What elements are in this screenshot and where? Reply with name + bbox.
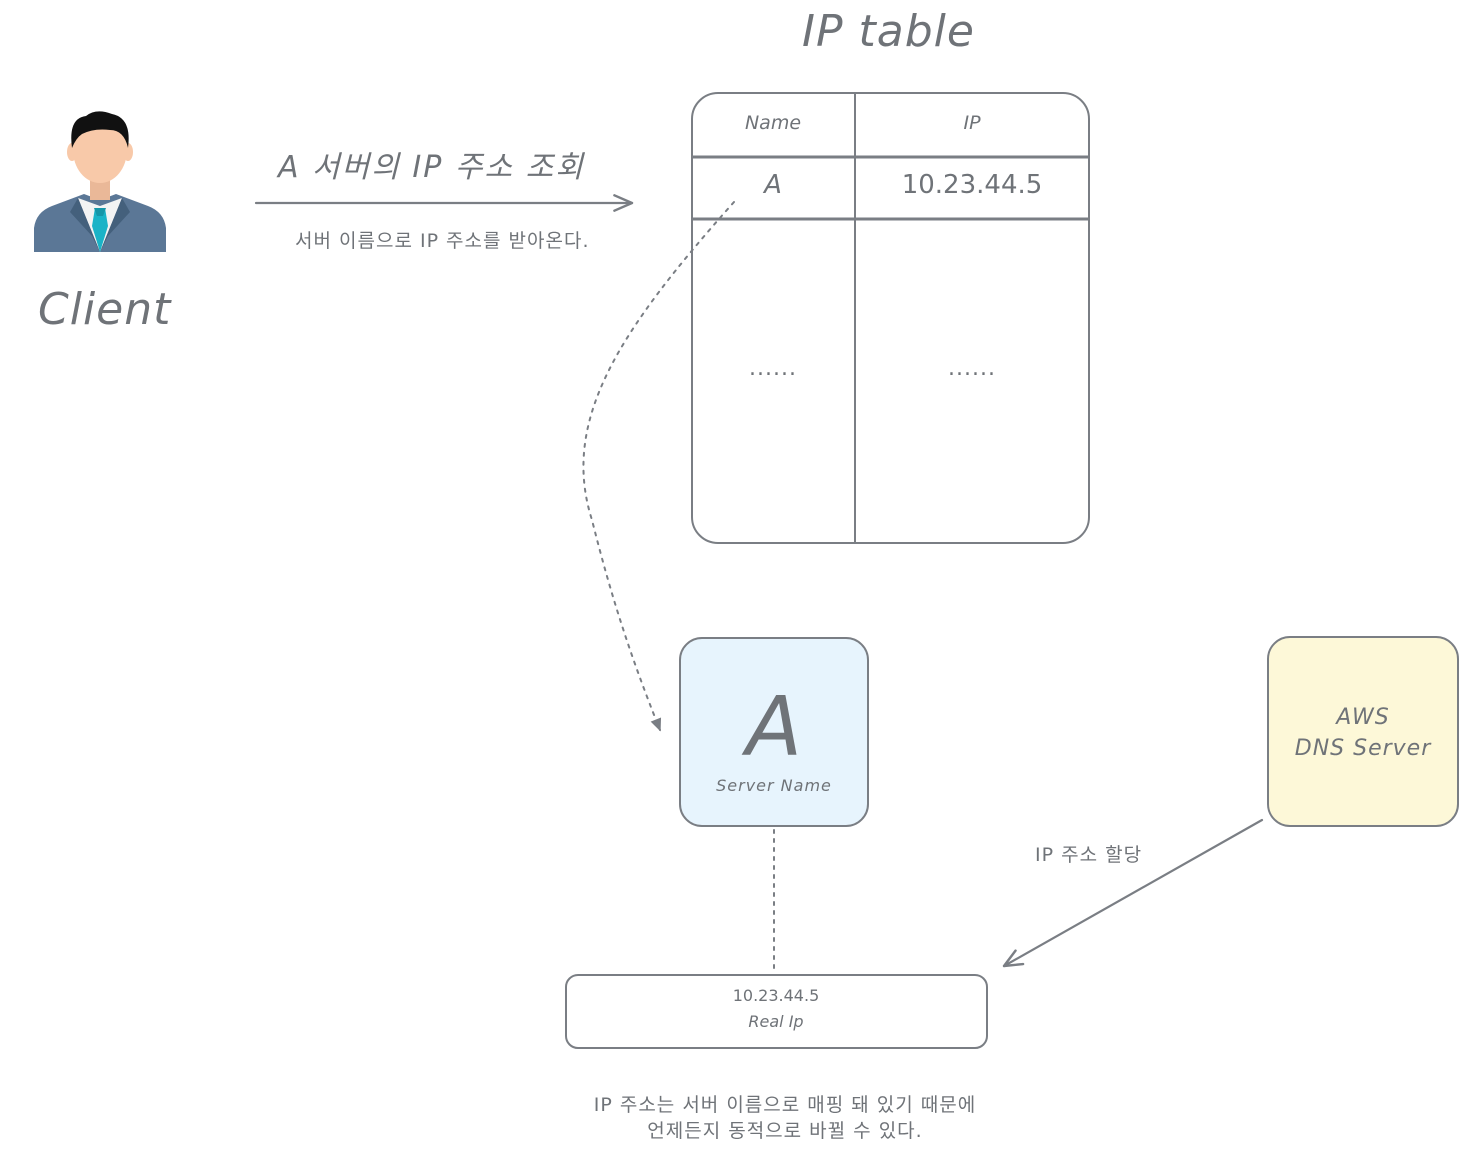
client-label: Client — [38, 284, 172, 335]
dns-server-label: AWS DNS Server — [1268, 702, 1458, 764]
real-ip-value: 10.23.44.5 — [732, 986, 820, 1005]
dns-server-line2: DNS Server — [1294, 736, 1432, 761]
table-cell-ip: 10.23.44.5 — [901, 170, 1043, 200]
table-header-ip: IP — [963, 112, 981, 134]
client-avatar-icon — [34, 111, 166, 252]
query-label: A 서버의 IP 주소 조회 — [278, 150, 585, 185]
real-ip-caption: Real Ip — [748, 1012, 804, 1031]
lookup-dotted-arrow — [582, 201, 735, 732]
footnote: IP 주소는 서버 이름으로 매핑 돼 있기 때문에 언제든지 동적으로 바뀔 … — [520, 1092, 1050, 1144]
ip-table-title: IP table — [802, 6, 975, 57]
table-header-name: Name — [744, 112, 802, 134]
table-cell-name: A — [764, 170, 782, 200]
ip-assign-label: IP 주소 할당 — [1035, 844, 1143, 866]
ip-table-frame — [691, 92, 1090, 544]
server-letter: A — [745, 680, 803, 775]
footnote-line2: 언제든지 동적으로 바뀔 수 있다. — [647, 1120, 923, 1142]
footnote-line1: IP 주소는 서버 이름으로 매핑 돼 있기 때문에 — [593, 1094, 977, 1116]
table-cell-ip-ellipsis: ...... — [948, 356, 996, 381]
server-caption: Server Name — [716, 776, 832, 795]
table-cell-name-ellipsis: ...... — [749, 356, 797, 381]
receive-label: 서버 이름으로 IP 주소를 받아온다. — [295, 230, 590, 252]
dns-server-line1: AWS — [1336, 705, 1390, 730]
